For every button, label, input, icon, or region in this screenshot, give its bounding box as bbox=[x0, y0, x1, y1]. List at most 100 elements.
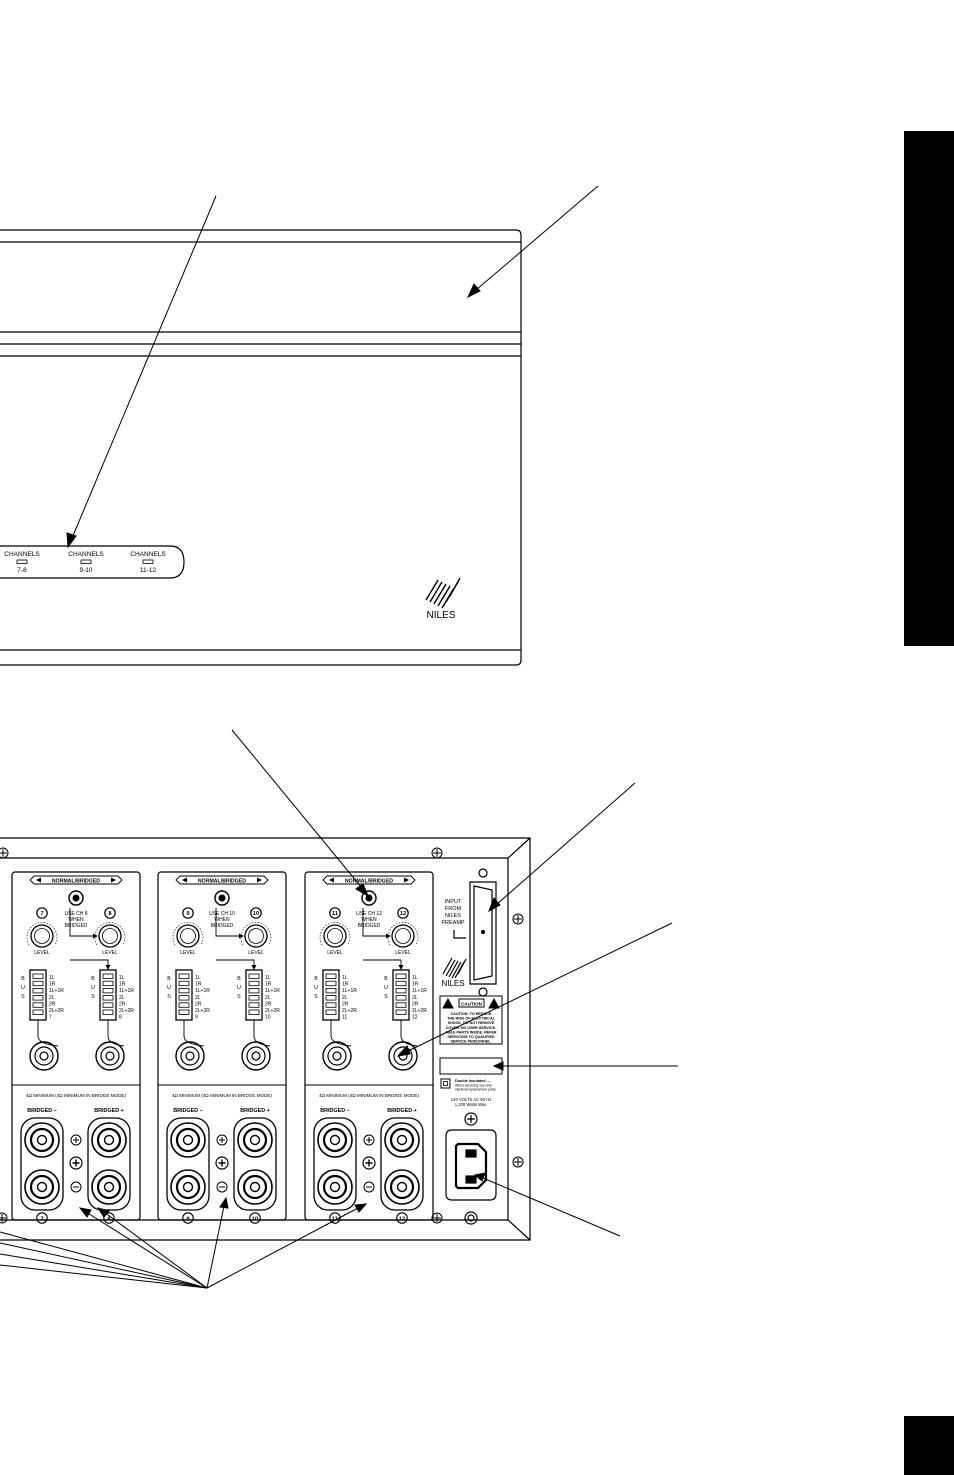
bus-letter: U bbox=[237, 985, 241, 991]
binding-post-hole bbox=[182, 1134, 194, 1146]
bus-link-line bbox=[70, 959, 109, 966]
dip-switch-slot bbox=[325, 973, 337, 979]
indicator-range-9-10: 9-10 bbox=[79, 567, 92, 574]
channel-number-badge bbox=[329, 907, 341, 919]
dip-switch-slot bbox=[178, 1009, 190, 1015]
minus-symbol-icon bbox=[216, 1181, 228, 1193]
binding-post-hole bbox=[396, 1181, 408, 1193]
dip-switch-slot bbox=[178, 988, 190, 994]
rca-input-jack bbox=[29, 1041, 59, 1071]
bus-option-label: 1L+1R bbox=[119, 988, 134, 994]
dip-switch-slot bbox=[395, 1002, 407, 1008]
bridge-plus-icon bbox=[215, 1156, 229, 1170]
bridge-note-line: WHEN bbox=[361, 917, 377, 923]
bus-option-label: 2L bbox=[265, 995, 271, 1001]
bus-option-label: 1L bbox=[49, 975, 55, 981]
bus-option-label: 1R bbox=[342, 982, 349, 988]
dip-switch-slot bbox=[102, 980, 114, 987]
binding-post-hole bbox=[36, 1181, 48, 1193]
caution-text-line: ABLE PARTS INSIDE. REFER bbox=[445, 1030, 496, 1034]
bus-option-label: 1R bbox=[265, 982, 272, 988]
bus-dip-switch-left bbox=[322, 969, 340, 1021]
dip-switch-slot bbox=[395, 1009, 407, 1015]
rear-screws bbox=[0, 847, 524, 1224]
binding-post-ring bbox=[322, 1127, 348, 1153]
dip-switch-slot bbox=[102, 988, 114, 994]
binding-post-hole bbox=[329, 1134, 341, 1146]
mode-label-box bbox=[322, 875, 416, 885]
indicator-header-7-8: CHANNELS bbox=[4, 551, 40, 558]
bus-option-label: 1L+1R bbox=[49, 988, 64, 994]
bus-option-label: 1L+1R bbox=[412, 988, 427, 994]
impedance-label: 4Ω MINIMUM (4Ω MINIMUM IN BRIDGE MODE) bbox=[319, 1093, 419, 1098]
binding-post-ring bbox=[29, 1127, 55, 1153]
callout-arrows-front bbox=[66, 185, 599, 549]
input-label-line-3: NILES bbox=[445, 913, 461, 919]
rca-jack-pin bbox=[185, 1051, 195, 1061]
binding-post bbox=[170, 1169, 206, 1205]
bus-letter: U bbox=[314, 985, 318, 991]
bridge-note-line: BRIDGED bbox=[358, 923, 381, 929]
bus-letter: B bbox=[91, 976, 95, 982]
bridge-link-line bbox=[69, 908, 97, 937]
minus-symbol-icon bbox=[363, 1181, 375, 1193]
channel-number-badge bbox=[397, 907, 409, 919]
binding-post bbox=[237, 1122, 273, 1158]
bus-letter: S bbox=[91, 994, 95, 1000]
bridge-switch bbox=[68, 890, 84, 906]
dip-switch-slot bbox=[248, 1009, 260, 1015]
bridge-switch-knob bbox=[218, 894, 226, 902]
level-knob bbox=[30, 924, 54, 948]
level-knob-inner bbox=[102, 928, 118, 944]
bus-link-line bbox=[216, 959, 255, 966]
caution-text-line: COVER. NO USER-SERVICE- bbox=[446, 1026, 497, 1030]
bridged-minus-label: BRIDGED − bbox=[173, 1108, 203, 1114]
level-knob bbox=[391, 924, 415, 948]
bridge-note-line: BRIDGED bbox=[211, 923, 234, 929]
power-rating-line-2: 1,200 Watts Max. bbox=[455, 1102, 487, 1107]
caution-text-line: SERVICE PERSONNEL. bbox=[450, 1040, 491, 1044]
bus-option-label: 2L+2R bbox=[195, 1008, 210, 1014]
rca-input-jack bbox=[388, 1041, 418, 1071]
bridge-link-arrow-icon bbox=[239, 933, 244, 939]
output-channel-badge bbox=[396, 1212, 408, 1224]
dip-switch-slot bbox=[102, 1002, 114, 1008]
mode-arrow-right-icon bbox=[111, 877, 116, 883]
niles-logo-front bbox=[425, 577, 461, 609]
indicator-header-11-12: CHANNELS bbox=[130, 551, 166, 558]
dip-switch-slot bbox=[325, 1002, 337, 1008]
output-channel-badge bbox=[182, 1212, 194, 1224]
plus-symbol-icon bbox=[70, 1134, 82, 1146]
caution-text-line: SHOCK, DO NOT REMOVE bbox=[448, 1021, 495, 1025]
output-channel-number: 9 bbox=[186, 1216, 189, 1222]
bus-option-label: 1R bbox=[119, 982, 126, 988]
channel-number: 8 bbox=[108, 911, 111, 917]
binding-post bbox=[317, 1122, 353, 1158]
input-label-line-2: FROM bbox=[445, 906, 462, 912]
binding-post-ring bbox=[29, 1174, 55, 1200]
level-scale bbox=[387, 922, 419, 946]
bridge-note-line: BRIDGED bbox=[65, 923, 88, 929]
bus-letter: S bbox=[167, 994, 171, 1000]
bus-letter: U bbox=[167, 985, 171, 991]
output-channel-number: 7 bbox=[40, 1216, 43, 1222]
dip-switch-slot bbox=[32, 995, 44, 1001]
bridged-minus-label: BRIDGED − bbox=[320, 1108, 350, 1114]
bus-option-label: 2R bbox=[119, 1001, 126, 1007]
bus-option-label: 1L+1R bbox=[195, 988, 210, 994]
binding-post-block bbox=[20, 1117, 64, 1211]
channel-number: 9 bbox=[186, 911, 189, 917]
dip-switch-slot bbox=[32, 1002, 44, 1008]
bus-dip-switch-right bbox=[392, 969, 410, 1021]
binding-post-block bbox=[380, 1117, 424, 1211]
mode-label: NORMAL/BRIDGED bbox=[198, 878, 246, 884]
indicator-range-11-12: 11-12 bbox=[140, 567, 157, 574]
bus-option-label: 8 bbox=[119, 1015, 122, 1021]
binding-post-hole bbox=[249, 1134, 261, 1146]
bus-link-arrow-icon bbox=[105, 965, 111, 970]
dip-switch-slot bbox=[325, 988, 337, 994]
bridge-plus-icon bbox=[69, 1156, 83, 1170]
module-frame bbox=[157, 871, 287, 1221]
binding-post-hole bbox=[36, 1134, 48, 1146]
